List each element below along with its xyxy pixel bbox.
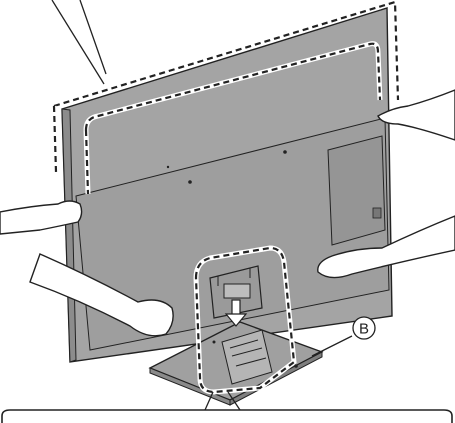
- dashed-stand-outline: [193, 245, 297, 395]
- hand-upper-right: [377, 89, 455, 141]
- insert-down-arrow: [224, 299, 248, 327]
- detail-leader-lines: [204, 391, 241, 411]
- top-callout-leader-lines: [51, 0, 107, 85]
- dashed-inner-outline: [83, 41, 383, 195]
- hand-upper-left: [0, 200, 83, 235]
- tv-back-panel: [61, 7, 393, 363]
- dashed-outer-outline: [51, 0, 401, 173]
- hand-lower-right: [317, 215, 455, 279]
- callout-b: B: [311, 316, 376, 357]
- stand-mount-bracket: [209, 265, 263, 319]
- hand-lower-left: [29, 253, 174, 337]
- callout-b-label: B: [359, 321, 369, 338]
- detail-box-outline: [1, 409, 453, 423]
